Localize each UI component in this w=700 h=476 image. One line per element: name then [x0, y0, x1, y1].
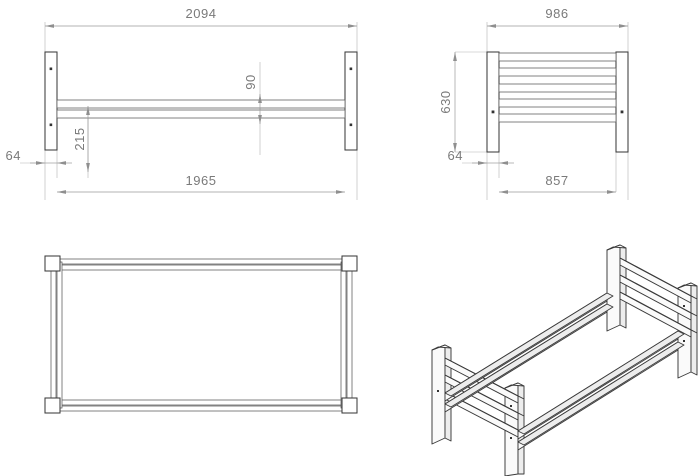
dimension-2094: 2094: [45, 6, 357, 28]
side-extension-lines: [455, 22, 629, 200]
dimension-630: 630: [438, 52, 457, 152]
dimension-857: 857: [499, 173, 616, 194]
view-front-elevation: 2094 215: [6, 6, 358, 200]
front-right-post: [344, 51, 358, 151]
dimension-90-label: 90: [243, 74, 258, 89]
plan-long-rails: [49, 258, 353, 412]
dimension-986: 986: [487, 6, 628, 28]
dimension-986-label: 986: [545, 6, 568, 21]
dimension-215: 215: [72, 106, 90, 172]
side-headboard-slats: [498, 52, 617, 123]
iso-far-headboard: [606, 244, 698, 379]
dimension-630-label: 630: [438, 90, 453, 113]
iso-side-rails: [444, 292, 685, 451]
front-side-rail: [56, 99, 346, 119]
dimension-1965-label: 1965: [186, 173, 217, 188]
view-isometric: [431, 244, 698, 476]
dimension-215-label: 215: [72, 127, 87, 150]
view-plan: [44, 255, 358, 414]
dimension-90: 90: [243, 74, 262, 124]
dimension-2094-label: 2094: [186, 6, 217, 21]
dimension-64-side-label: 64: [448, 148, 463, 163]
plan-corner-posts: [44, 255, 358, 414]
dimension-1965: 1965: [57, 173, 345, 194]
iso-near-footboard: [431, 344, 525, 476]
view-side-elevation: 986 630: [438, 6, 629, 200]
plan-short-rails: [50, 261, 353, 409]
dimension-857-label: 857: [545, 173, 568, 188]
side-left-post: [486, 51, 500, 153]
side-right-post: [615, 51, 629, 153]
dimension-64-front-label: 64: [6, 148, 21, 163]
dimension-64-side: 64: [448, 148, 514, 165]
front-left-post: [44, 51, 58, 151]
dimension-64-front: 64: [6, 148, 72, 165]
